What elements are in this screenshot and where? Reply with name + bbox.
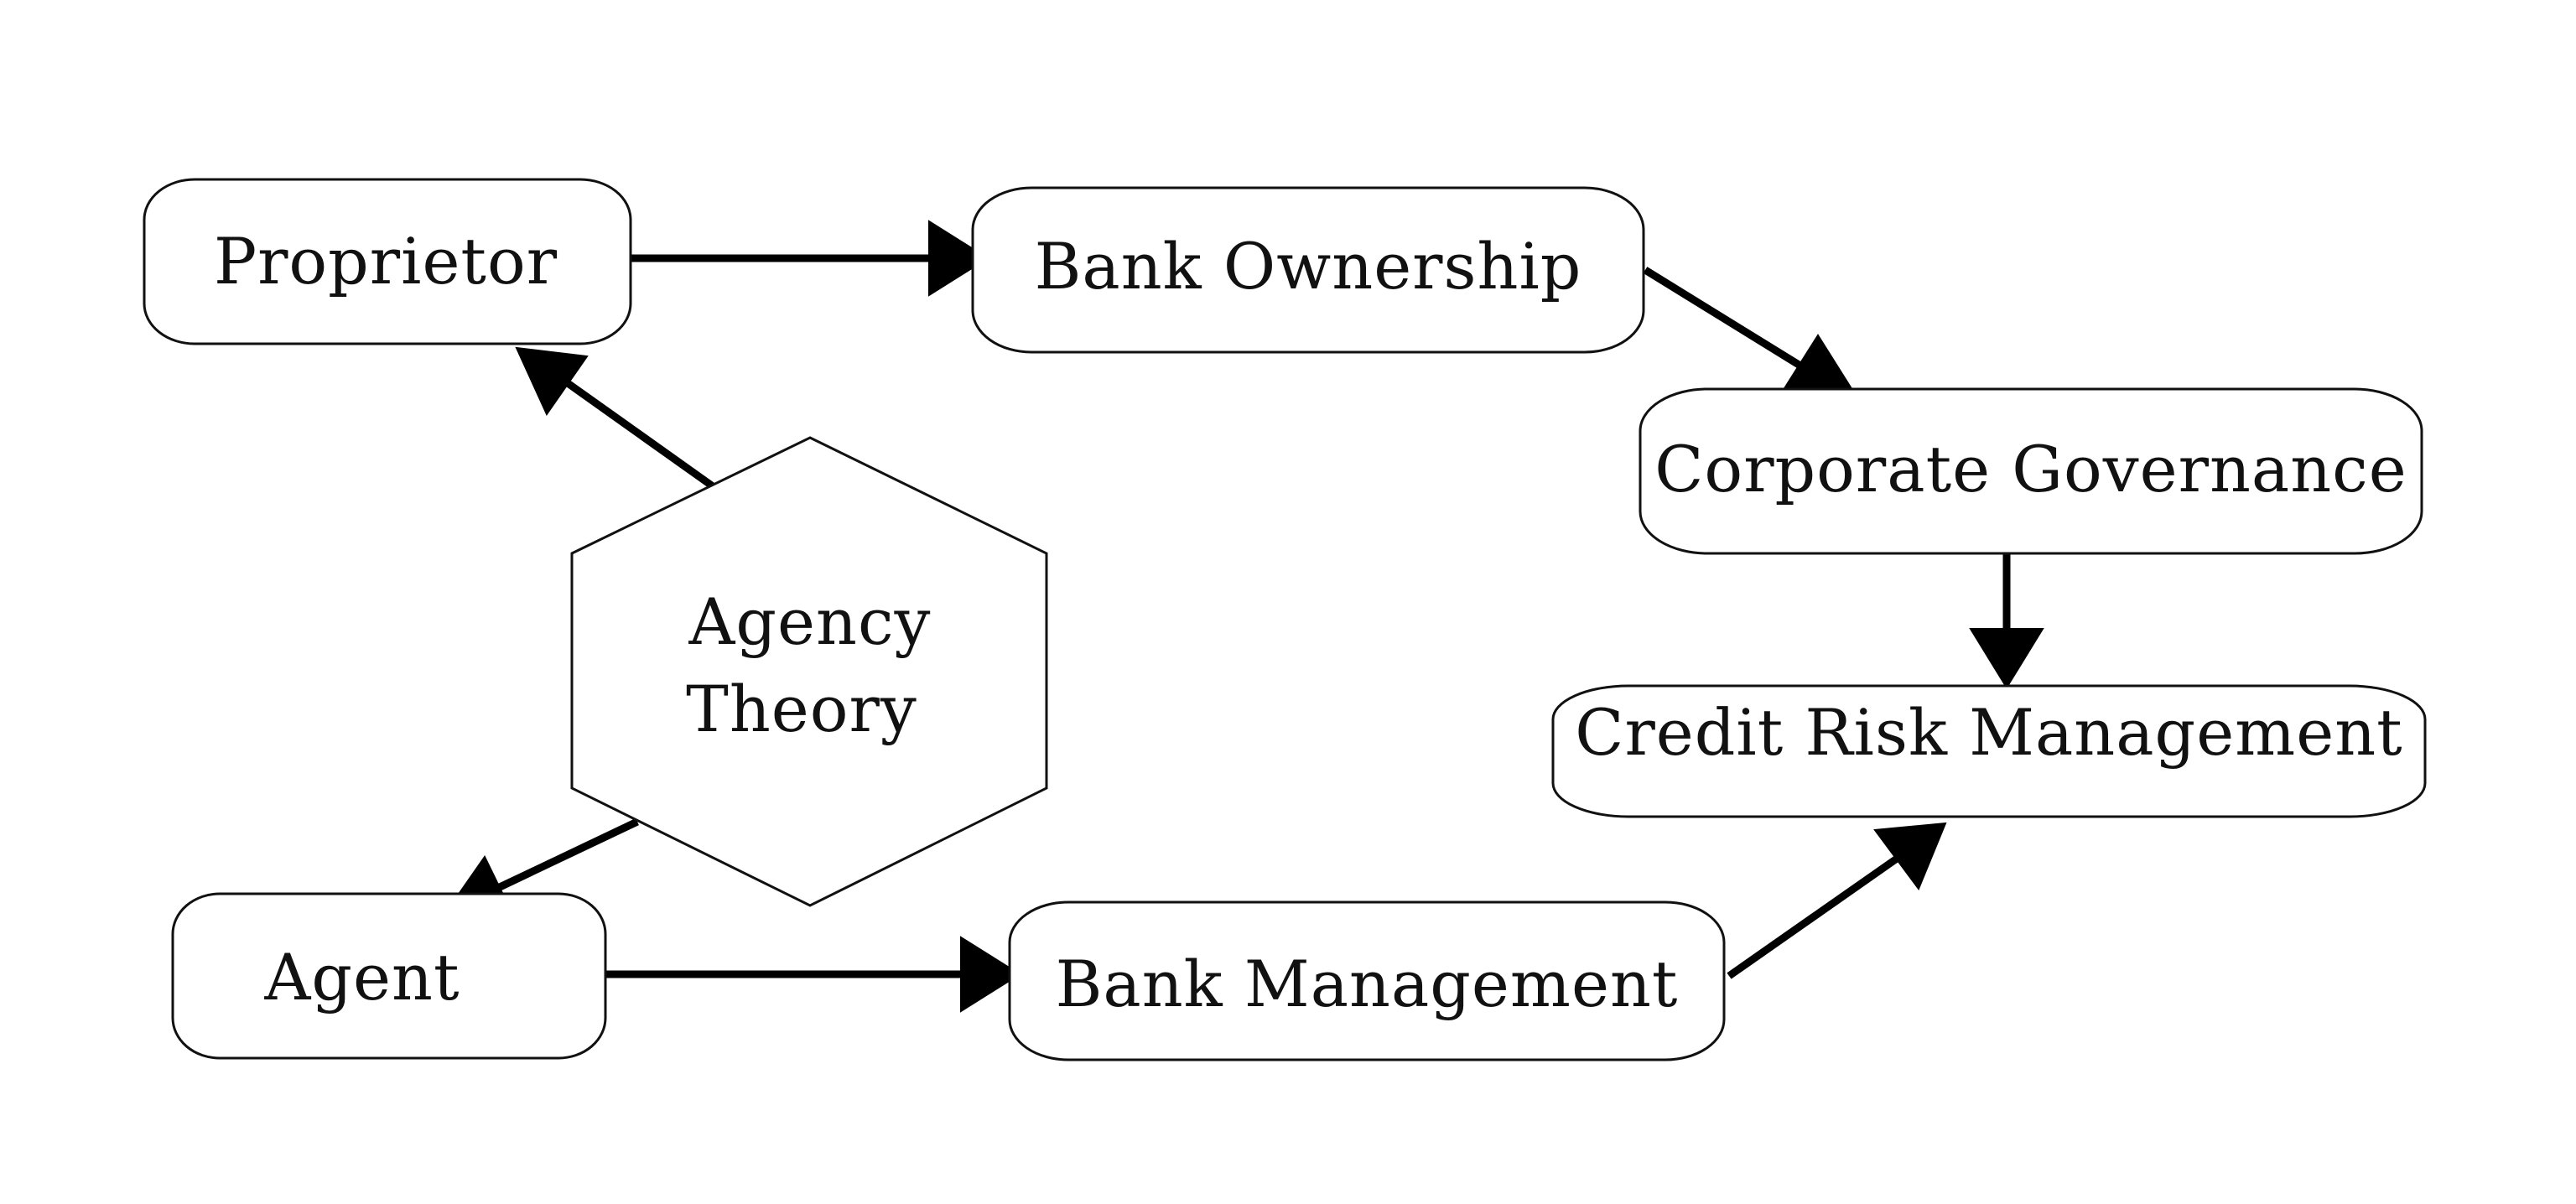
agent-label: Agent (264, 940, 460, 1015)
node-bank-management: Bank Management (1008, 900, 1726, 1061)
bank-ownership-label: Bank Ownership (1035, 229, 1582, 304)
arrow-bank-management-to-credit-risk (1727, 855, 1899, 979)
node-corporate-governance: Corporate Governance (1639, 387, 2423, 555)
node-bank-ownership: Bank Ownership (971, 186, 1645, 354)
arrowhead-credit-risk-bottom (1873, 822, 1947, 891)
node-proprietor: Proprietor (143, 178, 632, 345)
arrow-bank-ownership-to-corporate-governance (1643, 267, 1805, 371)
node-agency-theory: Agency Theory (570, 436, 1048, 907)
node-credit-risk-management: Credit Risk Management (1551, 684, 2427, 818)
arrowhead-credit-risk-top (1969, 628, 2044, 689)
credit-risk-management-label: Credit Risk Management (1575, 695, 2402, 770)
arrow-agency-theory-to-agent (498, 817, 639, 891)
proprietor-label: Proprietor (214, 224, 558, 298)
arrow-agency-theory-to-proprietor (559, 376, 715, 490)
arrowhead-bank-management (960, 936, 1021, 1013)
bank-management-label: Bank Management (1056, 947, 1679, 1021)
arrowhead-proprietor (515, 346, 589, 417)
agency-theory-label-line1: Agency (688, 584, 932, 659)
agency-theory-hexagon (570, 436, 1048, 907)
node-agent: Agent (171, 892, 607, 1060)
corporate-governance-label: Corporate Governance (1654, 432, 2407, 506)
agency-theory-label-line2: Theory (686, 672, 917, 746)
arrowhead-bank-ownership (928, 220, 989, 297)
